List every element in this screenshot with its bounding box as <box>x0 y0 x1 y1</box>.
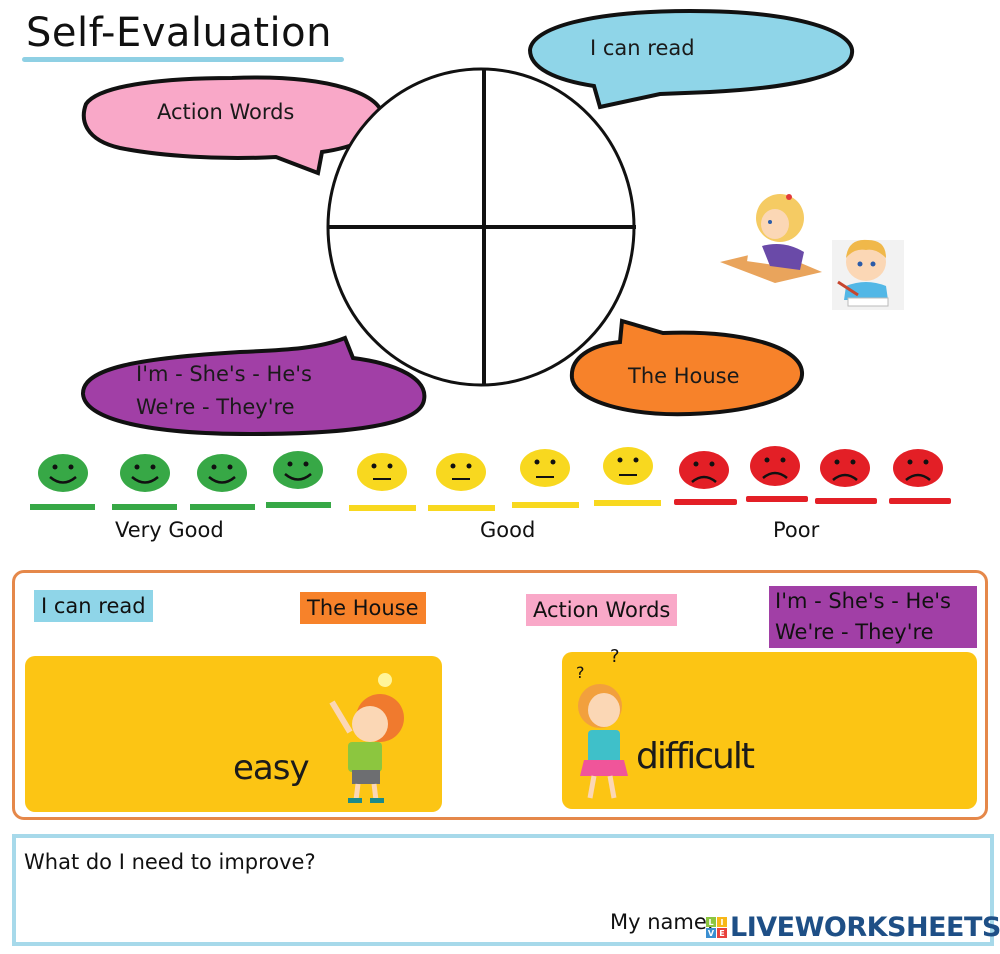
improve-box[interactable]: What do I need to improve? My name: <box>12 834 994 946</box>
evaluation-diagram <box>30 8 951 511</box>
rating-label-poor: Poor <box>773 518 820 542</box>
bubble-i-can-read <box>527 8 855 110</box>
draggable-pronouns[interactable]: I'm - She's - He's We're - They're <box>769 586 977 648</box>
four-quadrant-circle <box>326 67 636 387</box>
drop-zone-easy[interactable]: easy <box>25 656 442 812</box>
neutral-face-icon[interactable] <box>512 449 579 508</box>
sad-face-icon[interactable] <box>674 451 737 505</box>
happy-face-icon[interactable] <box>190 454 255 510</box>
happy-face-icon[interactable] <box>30 454 95 510</box>
bubble-the-house-label: The House <box>628 364 740 388</box>
page-title: Self-Evaluation <box>26 10 332 56</box>
sad-face-icon[interactable] <box>889 449 951 504</box>
neutral-face-icon[interactable] <box>428 453 495 511</box>
draggable-i-can-read[interactable]: I can read <box>34 590 153 622</box>
bubble-i-can-read-label: I can read <box>590 36 695 60</box>
bubble-pronouns-line2: We're - They're <box>136 395 295 419</box>
title-underline <box>22 57 344 62</box>
neutral-face-icon[interactable] <box>594 447 661 506</box>
sorting-frame <box>12 570 988 820</box>
drop-zone-difficult[interactable]: ? ? difficult <box>562 648 977 809</box>
rating-label-good: Good <box>480 518 536 542</box>
brand-text: LIVEWORKSHEETS <box>730 912 1000 943</box>
bubble-pronouns-line1: I'm - She's - He's <box>136 362 312 386</box>
improve-question: What do I need to improve? <box>24 850 316 874</box>
draggable-action-words[interactable]: Action Words <box>526 594 678 626</box>
kids-writing-illustration <box>720 194 904 310</box>
bubble-the-house <box>569 318 805 417</box>
sad-face-icon[interactable] <box>746 446 808 502</box>
svg-text:?: ? <box>610 648 620 667</box>
boy-idea-illustration <box>329 673 404 803</box>
my-name-label: My name: <box>610 910 714 934</box>
brand-tiles-icon: L I V E <box>706 917 727 938</box>
rating-faces <box>30 446 951 511</box>
bubble-action-words <box>81 75 385 176</box>
bubble-pronouns <box>80 335 427 437</box>
draggable-the-house[interactable]: The House <box>300 592 426 624</box>
drop-zone-difficult-label: difficult <box>636 736 755 777</box>
svg-text:?: ? <box>576 663 585 682</box>
rating-label-very-good: Very Good <box>115 518 224 542</box>
bubble-action-words-label: Action Words <box>157 100 295 124</box>
girl-confused-illustration: ? ? <box>576 648 628 799</box>
draggable-pronouns-line1: I'm - She's - He's <box>775 589 951 613</box>
happy-face-icon[interactable] <box>112 454 177 510</box>
drop-zone-easy-label: easy <box>233 748 310 788</box>
neutral-face-icon[interactable] <box>349 453 416 511</box>
liveworksheets-logo: L I V E LIVEWORKSHEETS <box>706 912 1000 943</box>
happy-face-icon[interactable] <box>266 451 331 508</box>
draggable-pronouns-line2: We're - They're <box>775 620 934 644</box>
sad-face-icon[interactable] <box>815 449 877 504</box>
